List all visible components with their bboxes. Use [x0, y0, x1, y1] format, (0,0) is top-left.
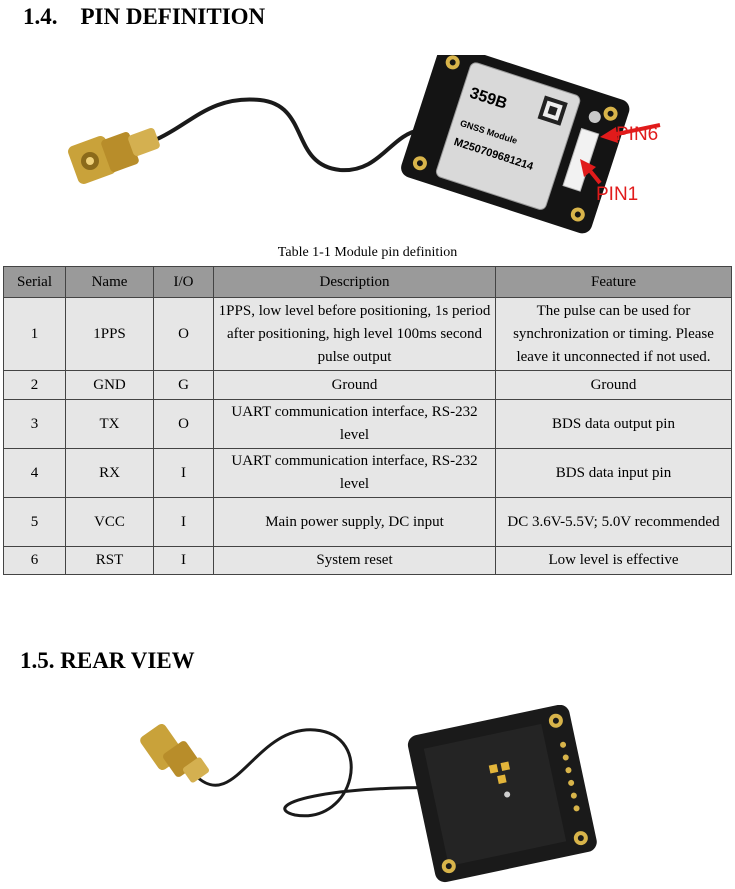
gnss-module-rear-board [407, 705, 597, 883]
cell-name: TX [65, 399, 154, 449]
module-rear-image [140, 705, 597, 883]
cell-description: Main power supply, DC input [213, 497, 496, 547]
cell-feature: DC 3.6V-5.5V; 5.0V recommended [495, 497, 732, 547]
header-feature: Feature [495, 266, 732, 298]
header-name: Name [65, 266, 154, 298]
sma-connector-icon [68, 128, 160, 184]
cell-name: 1PPS [65, 297, 154, 371]
table-row: 5 VCC I Main power supply, DC input DC 3… [3, 497, 732, 547]
cell-io: O [153, 297, 214, 371]
cell-feature: Low level is effective [495, 546, 732, 575]
cell-serial: 6 [3, 546, 66, 575]
gnss-module-board: 359B GNSS Module M250709681214 [401, 55, 630, 234]
cell-serial: 5 [3, 497, 66, 547]
table-row: 2 GND G Ground Ground [3, 370, 732, 400]
cell-description: 1PPS, low level before positioning, 1s p… [213, 297, 496, 371]
header-io: I/O [153, 266, 214, 298]
cell-io: G [153, 370, 214, 400]
section-heading-pin-definition: 1.4. PIN DEFINITION [23, 4, 266, 29]
table-caption: Table 1-1 Module pin definition [277, 245, 458, 260]
cell-feature: BDS data input pin [495, 448, 732, 498]
module-front-image: 359B GNSS Module M250709681214 PIN6 PIN1 [68, 55, 661, 234]
cell-io: I [153, 546, 214, 575]
cell-description: UART communication interface, RS-232 lev… [213, 399, 496, 449]
cell-io: I [153, 497, 214, 547]
cell-serial: 4 [3, 448, 66, 498]
pin-definition-table: Serial Name I/O Description Feature 1 1P… [3, 266, 732, 575]
table-header-row: Serial Name I/O Description Feature [3, 266, 732, 298]
header-serial: Serial [3, 266, 66, 298]
cell-io: I [153, 448, 214, 498]
cell-description: Ground [213, 370, 496, 400]
header-description: Description [213, 266, 496, 298]
table-row: 3 TX O UART communication interface, RS-… [3, 399, 732, 449]
cell-feature: BDS data output pin [495, 399, 732, 449]
sma-connector-icon [140, 723, 209, 783]
cell-name: RST [65, 546, 154, 575]
cell-name: VCC [65, 497, 154, 547]
table-row: 1 1PPS O 1PPS, low level before position… [3, 297, 732, 371]
cell-serial: 3 [3, 399, 66, 449]
table-row: 6 RST I System reset Low level is effect… [3, 546, 732, 575]
table-row: 4 RX I UART communication interface, RS-… [3, 448, 732, 498]
cell-name: RX [65, 448, 154, 498]
pin1-label: PIN1 [596, 184, 638, 205]
cell-serial: 2 [3, 370, 66, 400]
section-heading-rear-view: 1.5. REAR VIEW [20, 648, 195, 673]
cell-description: System reset [213, 546, 496, 575]
cell-feature: Ground [495, 370, 732, 400]
cell-serial: 1 [3, 297, 66, 371]
cell-name: GND [65, 370, 154, 400]
pin6-label: PIN6 [616, 124, 658, 145]
cell-description: UART communication interface, RS-232 lev… [213, 448, 496, 498]
cell-io: O [153, 399, 214, 449]
cell-feature: The pulse can be used for synchronizatio… [495, 297, 732, 371]
